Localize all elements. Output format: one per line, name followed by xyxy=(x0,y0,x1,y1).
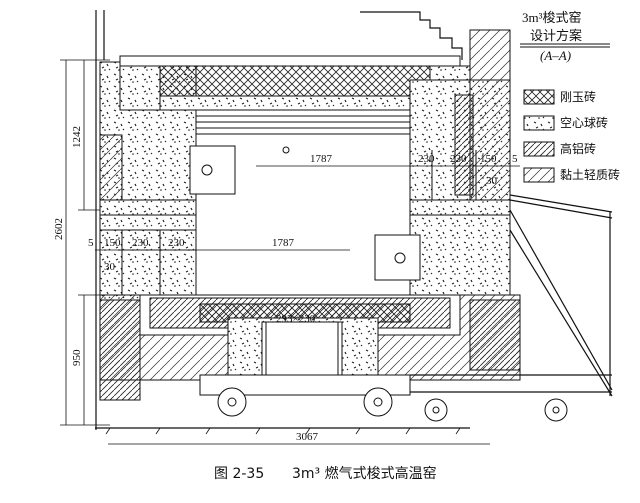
dim-left-gap: 5 xyxy=(88,237,94,249)
title-line-3: (A–A) xyxy=(540,48,571,63)
dim-flue-size: 293×230 xyxy=(276,313,316,325)
dim-left-wall-2: 230 xyxy=(132,237,149,249)
legend-swatch-3 xyxy=(523,167,555,183)
dim-right-wall-3: 150 xyxy=(480,153,497,165)
legend-label-1: 空心球砖 xyxy=(560,115,608,130)
title-line-2: 设计方案 xyxy=(530,28,582,43)
wheels xyxy=(217,387,568,422)
dim-car-length: 3067 xyxy=(296,431,319,443)
ground-line xyxy=(95,427,470,435)
caption-figure-no: 图 2-35 xyxy=(214,466,264,482)
legend-swatch-1 xyxy=(523,115,555,131)
title-block: 3m³梭式窑 设计方案 (A–A) xyxy=(520,10,610,63)
mid-band xyxy=(99,199,511,216)
dim-inner-width-upper: 1787 xyxy=(310,153,333,165)
legend-swatch-0 xyxy=(523,89,555,105)
title-line-1: 3m³梭式窑 xyxy=(522,10,582,25)
dim-right-wall-1: 230 xyxy=(418,153,435,165)
staircase-outline xyxy=(95,10,463,430)
figure-caption: 图 2-35 3m³ 燃气式梭式高温窑 xyxy=(214,465,437,482)
dim-inner-width-lower: 1787 xyxy=(272,237,295,249)
legend-label-2: 高铝砖 xyxy=(560,141,596,156)
kiln-car xyxy=(99,294,521,401)
firing-chamber xyxy=(189,109,421,296)
caption-text: 3m³ 燃气式梭式高温窑 xyxy=(292,465,437,482)
track-frame xyxy=(410,194,613,397)
dimension-lines xyxy=(60,59,520,445)
dim-height-car: 950 xyxy=(71,349,83,366)
legend-label-3: 黏土轻质砖 xyxy=(560,167,620,182)
dim-right-offset: 30 xyxy=(486,175,498,187)
dim-left-offset: 30 xyxy=(104,261,116,273)
legend: 刚玉砖 空心球砖 高铝砖 黏土轻质砖 xyxy=(523,89,620,183)
dim-right-wall-2: 230 xyxy=(450,153,467,165)
right-wall xyxy=(409,29,511,296)
dim-right-gap: 5 xyxy=(512,153,518,165)
legend-label-0: 刚玉砖 xyxy=(560,89,596,104)
dim-height-total: 2602 xyxy=(53,218,65,240)
dim-left-wall-3: 230 xyxy=(168,237,185,249)
dim-left-wall-1: 150 xyxy=(104,237,121,249)
dim-height-upper: 1242 xyxy=(71,126,83,148)
legend-swatch-2 xyxy=(523,141,555,157)
